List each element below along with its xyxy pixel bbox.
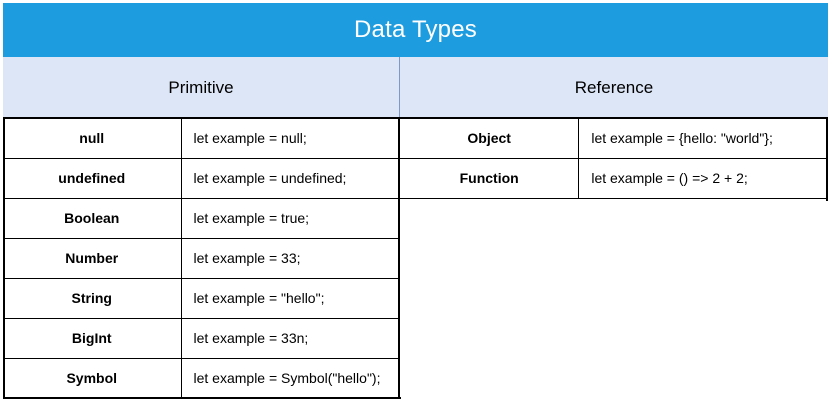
- table-row: null let example = null;: [3, 118, 398, 159]
- type-name-cell: Symbol: [3, 358, 182, 399]
- primitive-table-bottom-border: [3, 397, 401, 399]
- tables-container: null let example = null; undefined let e…: [3, 118, 828, 399]
- table-row: undefined let example = undefined;: [3, 158, 398, 199]
- table-row: Boolean let example = true;: [3, 198, 398, 239]
- reference-table: Object let example = {hello: "world"}; F…: [400, 118, 828, 199]
- type-example-cell: let example = undefined;: [181, 158, 398, 199]
- type-name-cell: null: [3, 118, 182, 159]
- type-example-cell: let example = 33n;: [181, 318, 398, 359]
- table-row: Object let example = {hello: "world"};: [400, 118, 828, 159]
- type-name-cell: BigInt: [3, 318, 182, 359]
- title-bar: Data Types: [3, 3, 828, 57]
- type-example-cell: let example = Symbol("hello");: [181, 358, 398, 399]
- type-name-cell: undefined: [3, 158, 182, 199]
- type-example-cell: let example = "hello";: [181, 278, 398, 319]
- page-title: Data Types: [354, 16, 477, 43]
- type-name-cell: Number: [3, 238, 182, 279]
- type-example-cell: let example = () => 2 + 2;: [578, 158, 828, 199]
- table-row: Number let example = 33;: [3, 238, 398, 279]
- category-label-primitive: Primitive: [168, 77, 234, 97]
- category-label-reference: Reference: [574, 77, 654, 97]
- table-row: Symbol let example = Symbol("hello");: [3, 358, 398, 399]
- primitive-table: null let example = null; undefined let e…: [3, 118, 398, 399]
- type-example-cell: let example = true;: [181, 198, 398, 239]
- type-name-cell: String: [3, 278, 182, 319]
- category-header-primitive: Primitive: [3, 57, 400, 118]
- table-row: BigInt let example = 33n;: [3, 318, 398, 359]
- reference-table-column: Object let example = {hello: "world"}; F…: [400, 118, 828, 398]
- table-row: String let example = "hello";: [3, 278, 398, 319]
- category-header-row: Primitive Reference: [3, 57, 828, 118]
- type-example-cell: let example = {hello: "world"};: [578, 118, 828, 159]
- type-name-cell: Function: [400, 158, 580, 199]
- table-row: Function let example = () => 2 + 2;: [400, 158, 828, 199]
- category-header-reference: Reference: [400, 57, 828, 118]
- primitive-table-column: null let example = null; undefined let e…: [3, 118, 400, 399]
- type-example-cell: let example = null;: [181, 118, 398, 159]
- type-name-cell: Boolean: [3, 198, 182, 239]
- type-example-cell: let example = 33;: [181, 238, 398, 279]
- type-name-cell: Object: [400, 118, 580, 159]
